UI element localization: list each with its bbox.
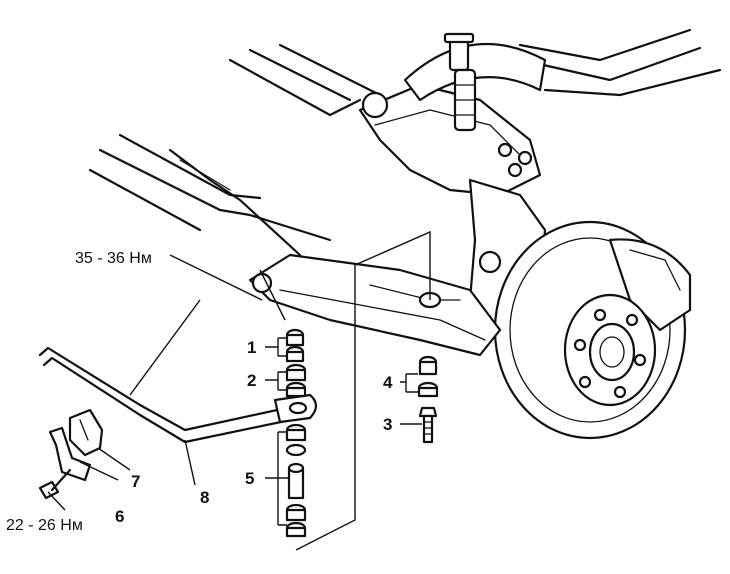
shock-mount-bolt	[418, 406, 438, 444]
shock-mount-bushings	[417, 355, 439, 398]
callout-leaders	[47, 254, 422, 526]
callout-5: 5	[245, 469, 254, 488]
upper-ball-joint	[403, 32, 547, 132]
bracket-bolt	[38, 468, 72, 500]
frame-rails	[88, 28, 722, 257]
callout-8: 8	[200, 488, 209, 507]
torque-lower-label: 22 - 26 Нм	[6, 517, 83, 534]
link-stack-lower	[285, 423, 307, 538]
callout-3: 3	[383, 415, 392, 434]
callout-7: 7	[131, 472, 140, 491]
stabilizer-bushing	[68, 408, 104, 457]
torque-upper-label: 35 - 36 Нм	[75, 250, 152, 267]
stabilizer-bracket	[48, 426, 92, 482]
brake-disc	[493, 220, 692, 440]
callout-1: 1	[247, 338, 256, 357]
stabilizer-bar	[38, 346, 318, 444]
upper-control-arm	[358, 83, 542, 197]
assembly-guide-lines	[129, 230, 431, 551]
callout-4: 4	[383, 373, 393, 392]
callout-2: 2	[247, 371, 256, 390]
callout-6: 6	[115, 507, 124, 526]
link-stack-upper	[285, 328, 307, 398]
